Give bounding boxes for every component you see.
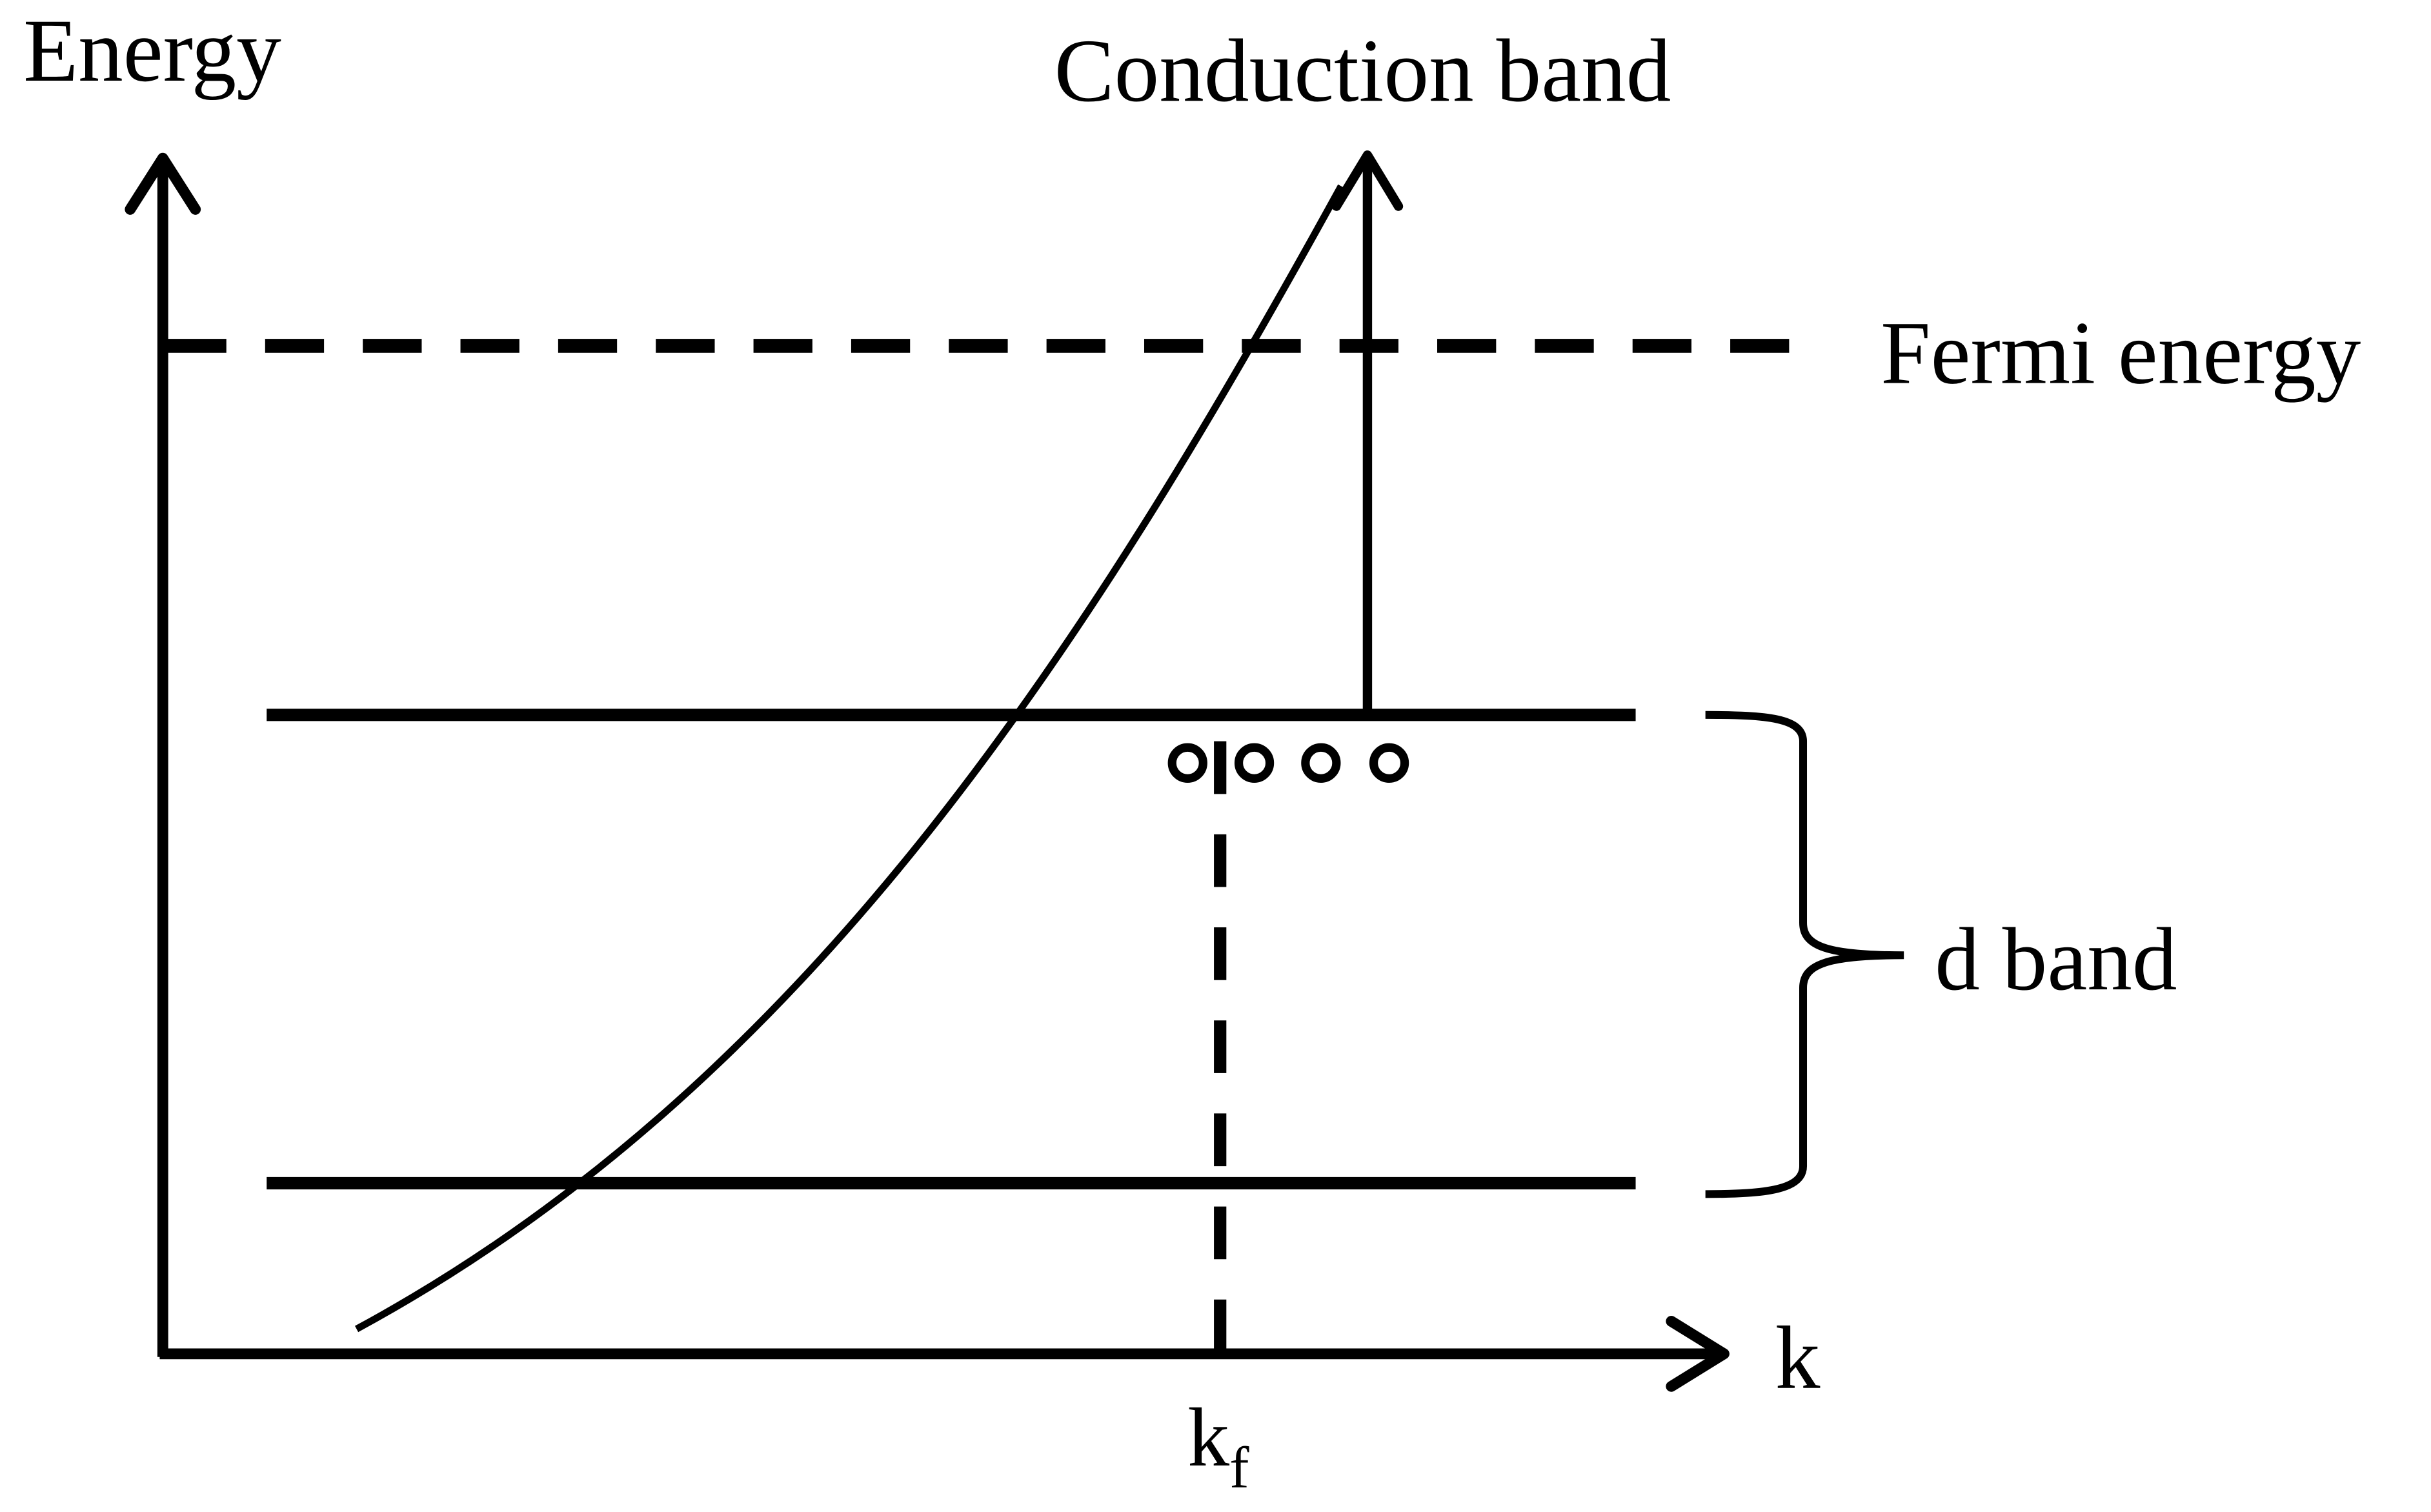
hole-marker	[1301, 743, 1341, 783]
kf-subscript: f	[1229, 1435, 1249, 1500]
d-band-label: d band	[1935, 910, 2177, 1009]
d-band-brace	[1705, 711, 1904, 1198]
conduction-band-curve	[354, 184, 1344, 1333]
hole-marker	[1234, 743, 1275, 783]
x-axis-label: k	[1775, 1309, 1821, 1408]
kf-main: k	[1187, 1391, 1229, 1484]
y-axis-arrowhead	[125, 152, 201, 215]
conduction-band-label: Conduction band	[1054, 21, 1671, 121]
hole-marker	[1167, 743, 1207, 783]
x-axis-arrowhead	[1666, 1316, 1730, 1392]
fermi-energy-label: Fermi energy	[1881, 304, 2361, 403]
kf-label: kf	[1187, 1391, 1249, 1500]
y-axis-label: Energy	[23, 1, 281, 101]
excitation-arrowhead	[1331, 150, 1404, 211]
hole-marker	[1369, 743, 1409, 783]
